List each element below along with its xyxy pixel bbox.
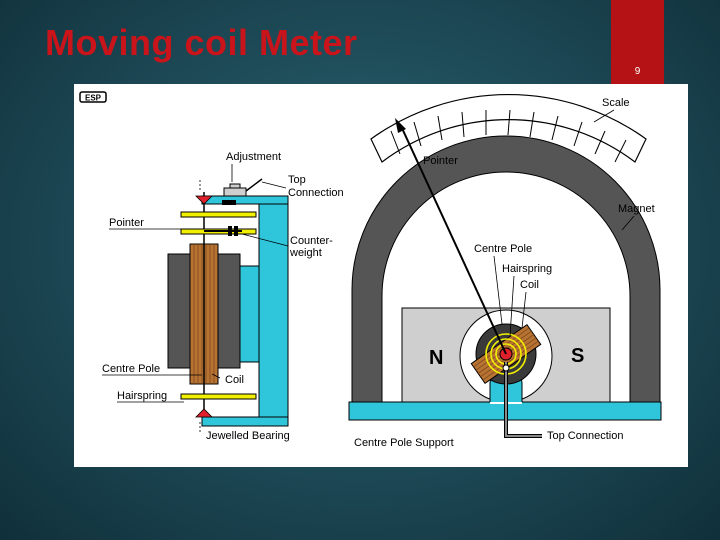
page-number-tab: 9 [611, 0, 664, 84]
label-magnet: Magnet [618, 203, 655, 215]
adjustment-screw [223, 187, 247, 197]
page-number: 9 [634, 66, 641, 77]
label-pointer-left: Pointer [109, 217, 144, 229]
label-adjustment: Adjustment [226, 151, 281, 163]
label-coil-right: Coil [520, 279, 539, 291]
frame-top-arm [201, 195, 289, 205]
bottom-hairspring [180, 393, 257, 400]
top-connection-lead [245, 178, 263, 192]
coil-windings [193, 244, 215, 384]
side-view-labels: Adjustment Top Connection Pointer Counte… [102, 151, 344, 442]
label-centre-pole-left: Centre Pole [102, 363, 160, 375]
moving-coil-diagram: ESP [74, 84, 688, 467]
label-counter: Counter- [290, 235, 333, 247]
bottom-jewel-bearing [195, 408, 213, 418]
label-jewelled-bearing: Jewelled Bearing [206, 430, 290, 442]
label-pointer-right: Pointer [423, 155, 458, 167]
label-coil: Coil [225, 374, 244, 386]
slide-title: Moving coil Meter [45, 22, 358, 63]
counterweight-top [222, 200, 236, 205]
side-view [167, 178, 289, 434]
pointer-tip [395, 118, 406, 133]
label-centre-pole-right: Centre Pole [474, 243, 532, 255]
top-hairspring [180, 211, 257, 218]
top-jewel-bearing [195, 195, 213, 205]
logo-text: ESP [85, 94, 102, 103]
scale-divisions [390, 109, 627, 163]
pole-n: N [429, 347, 443, 369]
frame-inner-block [238, 265, 260, 363]
scale-arc [370, 94, 647, 163]
label-weight: weight [289, 247, 322, 259]
label-scale: Scale [602, 97, 630, 109]
label-connection: Connection [288, 187, 344, 199]
frame-column [258, 195, 289, 427]
front-view: N S [348, 94, 662, 438]
label-top-connection-bottom: Top Connection [547, 430, 623, 442]
label-top: Top [288, 174, 306, 186]
front-view-labels: Scale Pointer Magnet Centre Pole Hairspr… [354, 97, 655, 449]
top-connection-wire [505, 362, 542, 437]
esp-logo: ESP [79, 91, 107, 103]
label-centre-pole-support: Centre Pole Support [354, 437, 454, 449]
label-hairspring-right: Hairspring [502, 263, 552, 275]
frame-bottom-arm [201, 416, 289, 427]
pole-s: S [571, 345, 584, 367]
front-pointer [400, 125, 507, 355]
label-hairspring: Hairspring [117, 390, 167, 402]
